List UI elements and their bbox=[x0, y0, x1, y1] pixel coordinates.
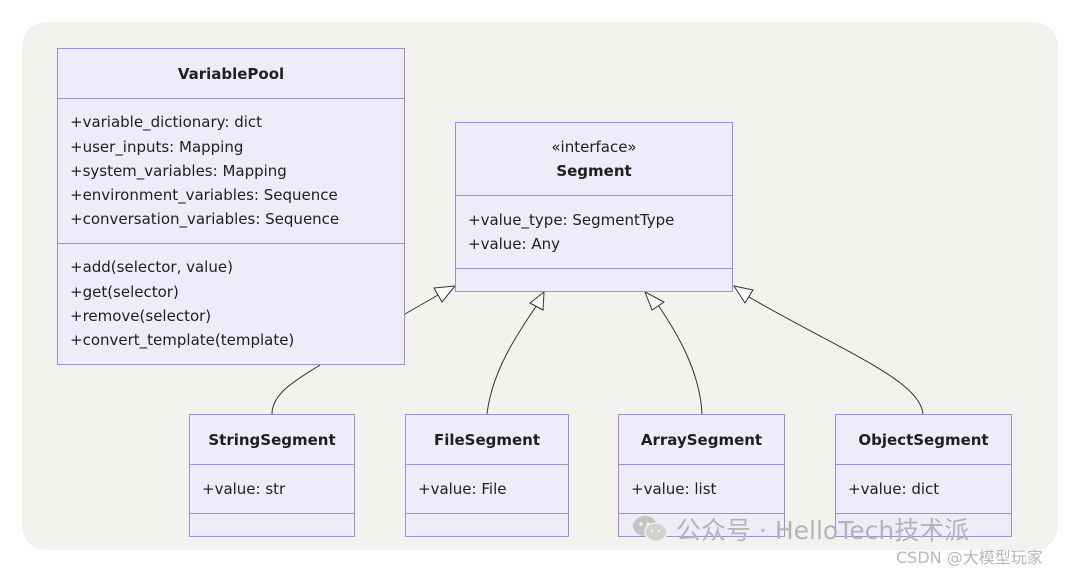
attribute: +value: Any bbox=[468, 235, 561, 253]
class-header: StringSegment bbox=[190, 415, 354, 465]
methods-section bbox=[190, 514, 354, 536]
attribute: +system_variables: Mapping bbox=[70, 161, 287, 180]
attribute: +value: str bbox=[202, 479, 286, 498]
attribute: +value: File bbox=[418, 479, 507, 498]
method: +remove(selector) bbox=[70, 307, 212, 325]
class-header: VariablePool bbox=[58, 49, 404, 99]
class-stereotype: «interface» bbox=[551, 138, 637, 156]
class-stringsegment: StringSegment +value: str bbox=[189, 414, 355, 537]
class-variablepool: VariablePool +variable_dictionary: dict … bbox=[57, 48, 405, 365]
class-segment: «interface» Segment +value_type: Segment… bbox=[455, 122, 733, 292]
methods-section bbox=[406, 514, 568, 536]
attribute: +variable_dictionary: dict bbox=[70, 113, 263, 132]
attributes-section: +value: dict bbox=[836, 465, 1011, 514]
watermark-text: 公众号 · HelloTech技术派 bbox=[676, 516, 970, 545]
attribute: +value: dict bbox=[848, 479, 940, 498]
attribute: +conversation_variables: Sequence bbox=[70, 210, 340, 229]
attributes-section: +value: str bbox=[190, 465, 354, 514]
class-name: ObjectSegment bbox=[858, 430, 989, 449]
methods-section bbox=[456, 269, 732, 291]
method: +add(selector, value) bbox=[70, 258, 233, 277]
class-name: VariablePool bbox=[177, 64, 285, 83]
attributes-section: +value: File bbox=[406, 465, 568, 514]
attribute: +environment_variables: Sequence bbox=[70, 186, 338, 205]
methods-section: +add(selector, value) +get(selector) +re… bbox=[58, 244, 404, 364]
attribute: +value_type: SegmentType bbox=[468, 210, 675, 229]
class-header: «interface» Segment bbox=[456, 123, 732, 196]
attributes-section: +value: list bbox=[619, 465, 784, 514]
class-filesegment: FileSegment +value: File bbox=[405, 414, 569, 537]
class-name: StringSegment bbox=[208, 430, 336, 449]
wechat-icon bbox=[632, 515, 668, 543]
class-name: ArraySegment bbox=[640, 430, 763, 449]
attributes-section: +value_type: SegmentType +value: Any bbox=[456, 196, 732, 269]
attribute: +user_inputs: Mapping bbox=[70, 137, 244, 156]
class-name: FileSegment bbox=[433, 430, 541, 449]
class-name: Segment bbox=[556, 162, 632, 180]
watermark: 公众号 · HelloTech技术派 bbox=[632, 511, 969, 547]
method: +convert_template(template) bbox=[70, 331, 295, 350]
csdn-watermark: CSDN @大模型玩家 bbox=[896, 548, 1043, 567]
attributes-section: +variable_dictionary: dict +user_inputs:… bbox=[58, 99, 404, 244]
class-objectsegment: ObjectSegment +value: dict bbox=[835, 414, 1012, 537]
class-header: FileSegment bbox=[406, 415, 568, 465]
attribute: +value: list bbox=[631, 479, 717, 498]
class-header: ObjectSegment bbox=[836, 415, 1011, 465]
method: +get(selector) bbox=[70, 282, 179, 301]
class-header: ArraySegment bbox=[619, 415, 784, 465]
